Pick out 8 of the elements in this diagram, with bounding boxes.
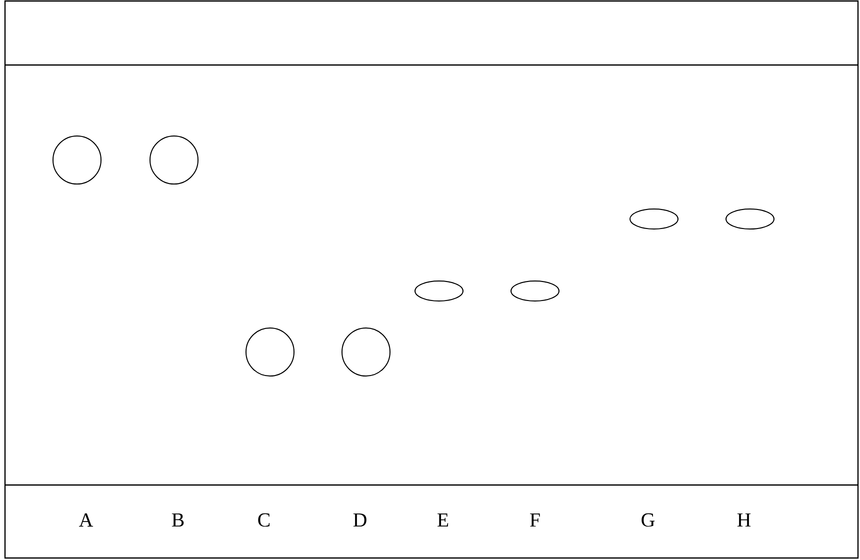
lane-label: C xyxy=(258,513,270,527)
lane-label: A xyxy=(79,513,94,527)
lane-label: H xyxy=(737,513,751,527)
lane-label: E xyxy=(438,513,448,527)
lane-label: D xyxy=(353,513,366,527)
lane-label: B xyxy=(172,513,184,527)
lane-label: G xyxy=(642,513,655,527)
lane-label: F xyxy=(530,513,540,527)
